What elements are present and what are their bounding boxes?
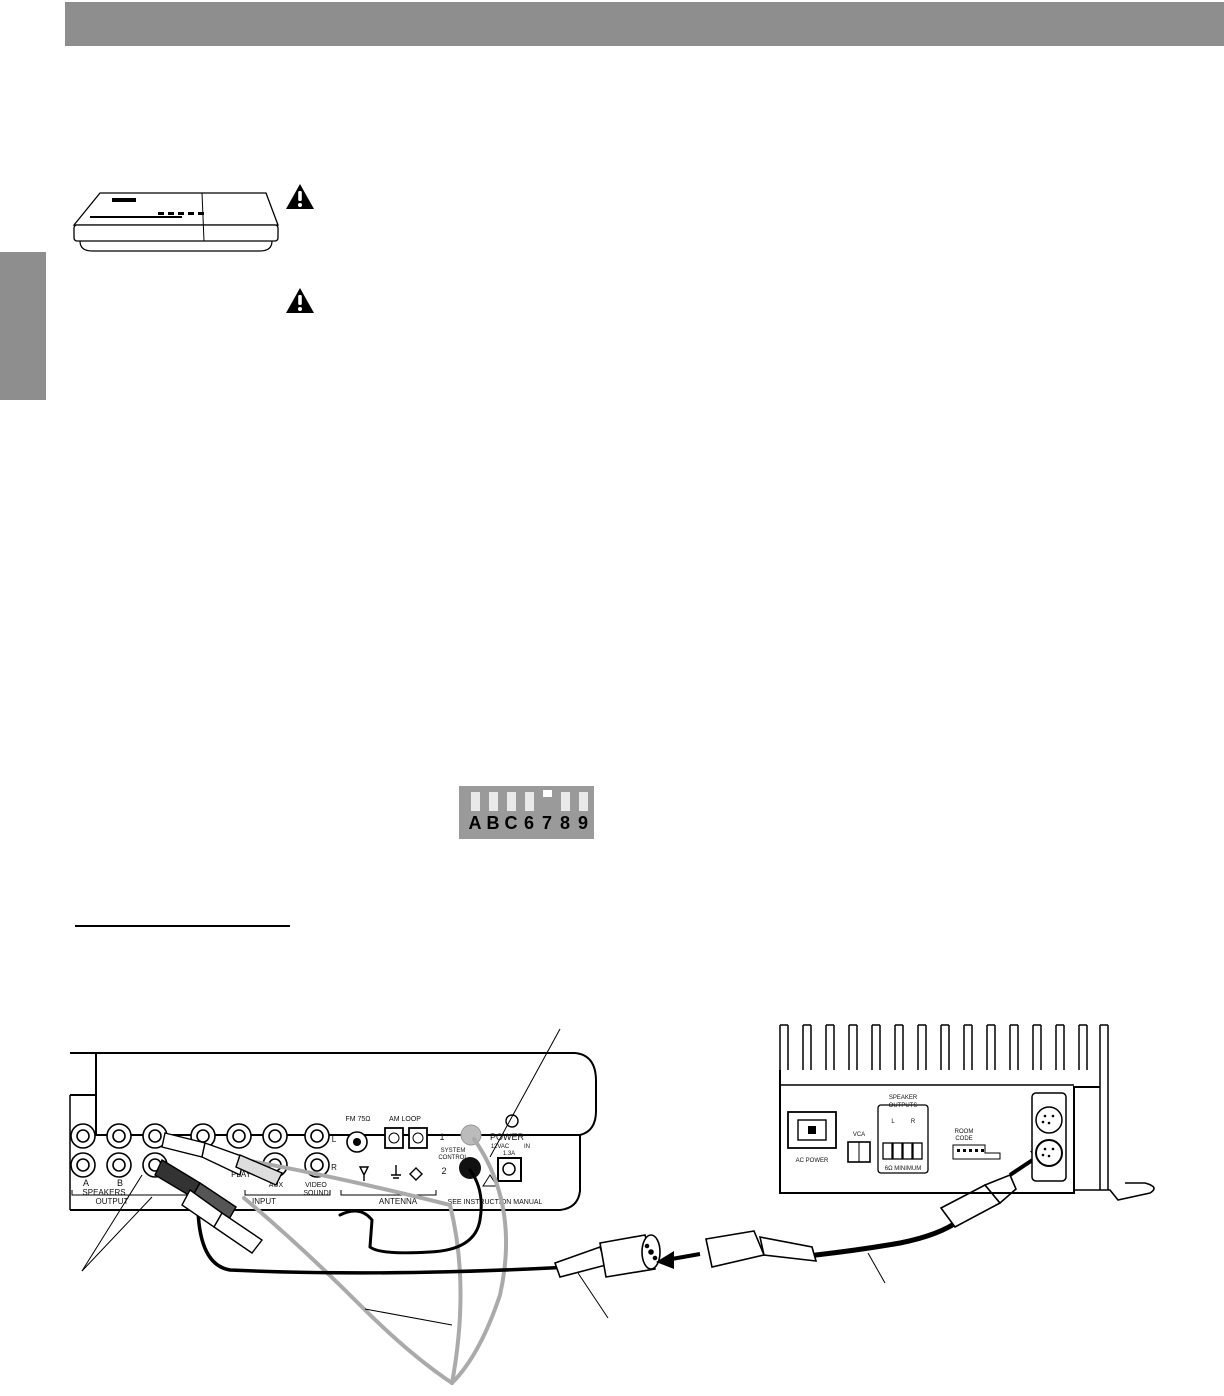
connection-diagram: A B SPEAKERS OUTPUT PLAY AUX VIDEO SOUND… <box>69 1024 1155 1385</box>
right-channel-label: R <box>331 1163 337 1172</box>
system-cable-plugs <box>553 1173 1017 1278</box>
dip-switch <box>525 792 534 811</box>
header-bar <box>65 2 1224 46</box>
dip-switch <box>579 792 588 811</box>
video-label: VIDEO <box>305 1182 327 1189</box>
dip-switch <box>471 792 480 811</box>
speaker-label: SPEAKER <box>889 1095 918 1101</box>
dip-label: 9 <box>577 813 588 833</box>
sound-label: SOUND <box>303 1190 328 1197</box>
speaker-left-label: L <box>891 1119 895 1125</box>
impedance-label: 6Ω MINIMUM <box>885 1166 921 1172</box>
jack-label-b: B <box>117 1178 123 1188</box>
rca-plugs <box>154 1132 283 1254</box>
vca-label: VCA <box>853 1132 865 1138</box>
dip-switch-raised <box>543 790 552 797</box>
warning-icon <box>286 184 314 209</box>
dip-label: A <box>468 813 482 833</box>
system-label: SYSTEM <box>441 1148 466 1154</box>
warning-icon <box>286 288 314 313</box>
outputs-label: OUTPUTS <box>889 1103 918 1109</box>
output-label: OUTPUT <box>96 1197 129 1206</box>
section-underline <box>75 925 290 927</box>
play-label: PLAY <box>231 1170 252 1179</box>
jack-label-a: A <box>83 1178 89 1188</box>
port-number-2: 2 <box>441 1166 446 1176</box>
dip-switch-block: A B C 6 7 8 9 <box>459 786 594 839</box>
console-rear-panel: A B SPEAKERS OUTPUT PLAY AUX VIDEO SOUND… <box>69 1052 597 1211</box>
ac-power-label: AC POWER <box>796 1158 829 1164</box>
power-label: POWER <box>490 1132 525 1142</box>
dip-label: 7 <box>541 813 552 833</box>
in-label: IN <box>524 1144 530 1150</box>
am-loop-label: AM LOOP <box>389 1116 421 1123</box>
dip-switch <box>561 792 570 811</box>
dip-switch <box>507 792 516 811</box>
input-label: INPUT <box>252 1197 276 1206</box>
vac-label: 12VAC <box>491 1144 510 1150</box>
speakers-label: SPEAKERS <box>82 1188 125 1197</box>
control-label: CONTROL <box>438 1155 468 1161</box>
dip-label: B <box>486 813 500 833</box>
left-channel-label: L <box>332 1135 337 1144</box>
side-tab <box>0 252 46 400</box>
code-label: CODE <box>955 1136 972 1142</box>
fm-label: FM 75Ω <box>345 1116 370 1123</box>
cables <box>196 1137 963 1385</box>
antenna-label: ANTENNA <box>379 1197 418 1206</box>
dip-label: 8 <box>559 813 570 833</box>
console-device-illustration <box>72 192 279 252</box>
dip-label: 6 <box>523 813 534 833</box>
see-manual-label: SEE INSTRUCTION MANUAL <box>448 1199 543 1206</box>
acoustic-module: AC POWER VCA SPEAKER OUTPUTS L R 6Ω MINI… <box>779 1024 1155 1201</box>
amp-label: 1.3A <box>503 1151 515 1157</box>
room-label: ROOM <box>955 1129 974 1135</box>
leader-lines <box>81 1028 886 1326</box>
speaker-right-label: R <box>911 1119 916 1125</box>
port-number-1: 1 <box>439 1132 444 1142</box>
dip-label: C <box>504 813 518 833</box>
dip-switch <box>489 792 498 811</box>
